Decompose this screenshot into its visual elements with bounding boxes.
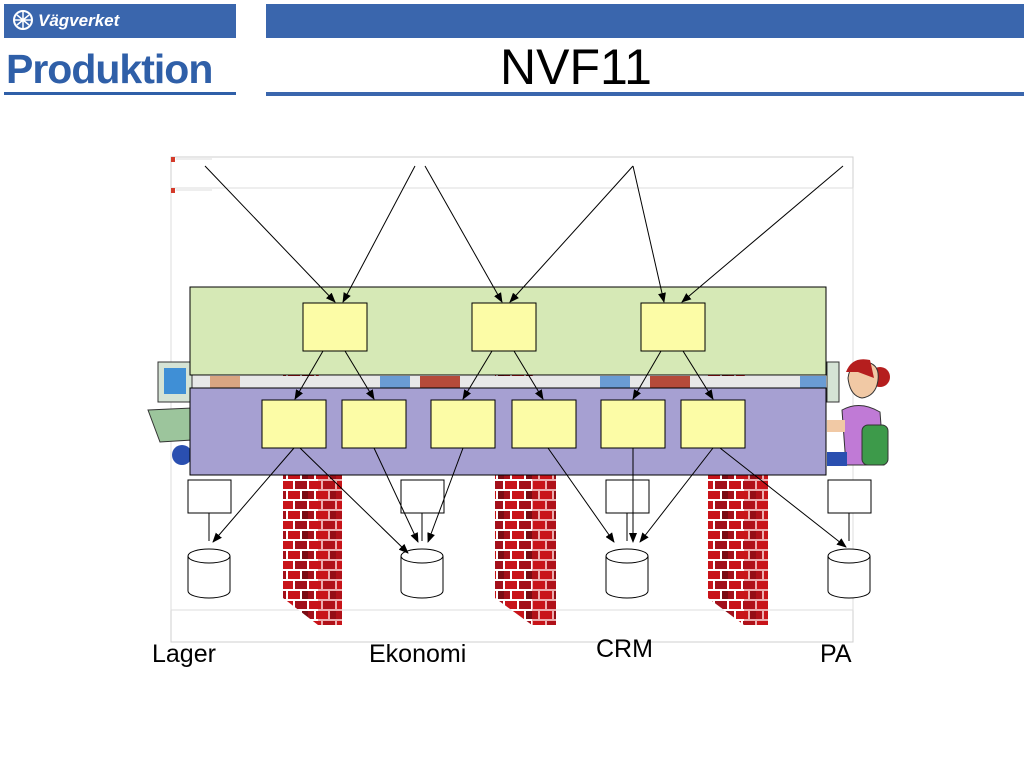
arrow: [462, 350, 493, 400]
label-pa: PA: [820, 640, 852, 668]
logo-underline: [4, 92, 236, 95]
arrow: [509, 165, 634, 303]
system-box: [187, 479, 232, 514]
arrow: [204, 165, 336, 303]
produktion-logo: Produktion: [4, 44, 240, 96]
database-icon: [605, 548, 649, 599]
lower-component: [341, 399, 407, 449]
database-icon: [400, 548, 444, 599]
broken-image-icon: [171, 188, 212, 193]
product-name: Produktion: [6, 46, 213, 92]
arrow: [719, 447, 847, 548]
arrow-group-bottom: [212, 447, 847, 554]
lower-component: [680, 399, 746, 449]
computer-user-icon: [147, 361, 193, 465]
slide-title: NVF11: [500, 39, 652, 95]
arrow: [344, 350, 375, 400]
upper-component: [302, 302, 368, 352]
system-box: [605, 479, 650, 514]
arrow: [424, 165, 503, 303]
upper-component: [640, 302, 706, 352]
office-worker-icon: [826, 359, 890, 466]
arrow-group-top: [204, 165, 844, 303]
vagverket-logo-bar: Vägverket: [4, 4, 236, 38]
header-line: [266, 92, 1024, 96]
database-icon: [827, 548, 871, 599]
system-box: [827, 479, 872, 514]
system-box: [400, 479, 445, 514]
arrow: [632, 165, 666, 303]
label-ekonomi: Ekonomi: [369, 640, 467, 668]
arrow: [427, 447, 464, 543]
brand-name: Vägverket: [38, 11, 120, 30]
label-crm: CRM: [596, 635, 653, 663]
arrow: [299, 447, 409, 554]
arrow: [342, 165, 416, 303]
arrow-group-middle: [294, 350, 714, 400]
arrow: [513, 350, 544, 400]
database-icon: [187, 548, 231, 599]
lower-component: [600, 399, 666, 449]
vagverket-emblem-icon: [13, 10, 33, 30]
broken-image-icon: [171, 157, 212, 162]
arrow: [639, 447, 714, 543]
workstation-strip: [190, 376, 826, 388]
arrow: [547, 447, 615, 543]
lower-component: [430, 399, 496, 449]
label-lager: Lager: [152, 640, 216, 668]
lower-component: [511, 399, 577, 449]
arrow: [632, 350, 662, 400]
arrow: [212, 447, 295, 543]
upper-component: [471, 302, 537, 352]
lower-component: [261, 399, 327, 449]
arrow: [681, 165, 844, 303]
arrow: [682, 350, 714, 400]
arrow: [373, 447, 419, 543]
arrow: [294, 350, 324, 400]
header-bar: [266, 4, 1024, 38]
